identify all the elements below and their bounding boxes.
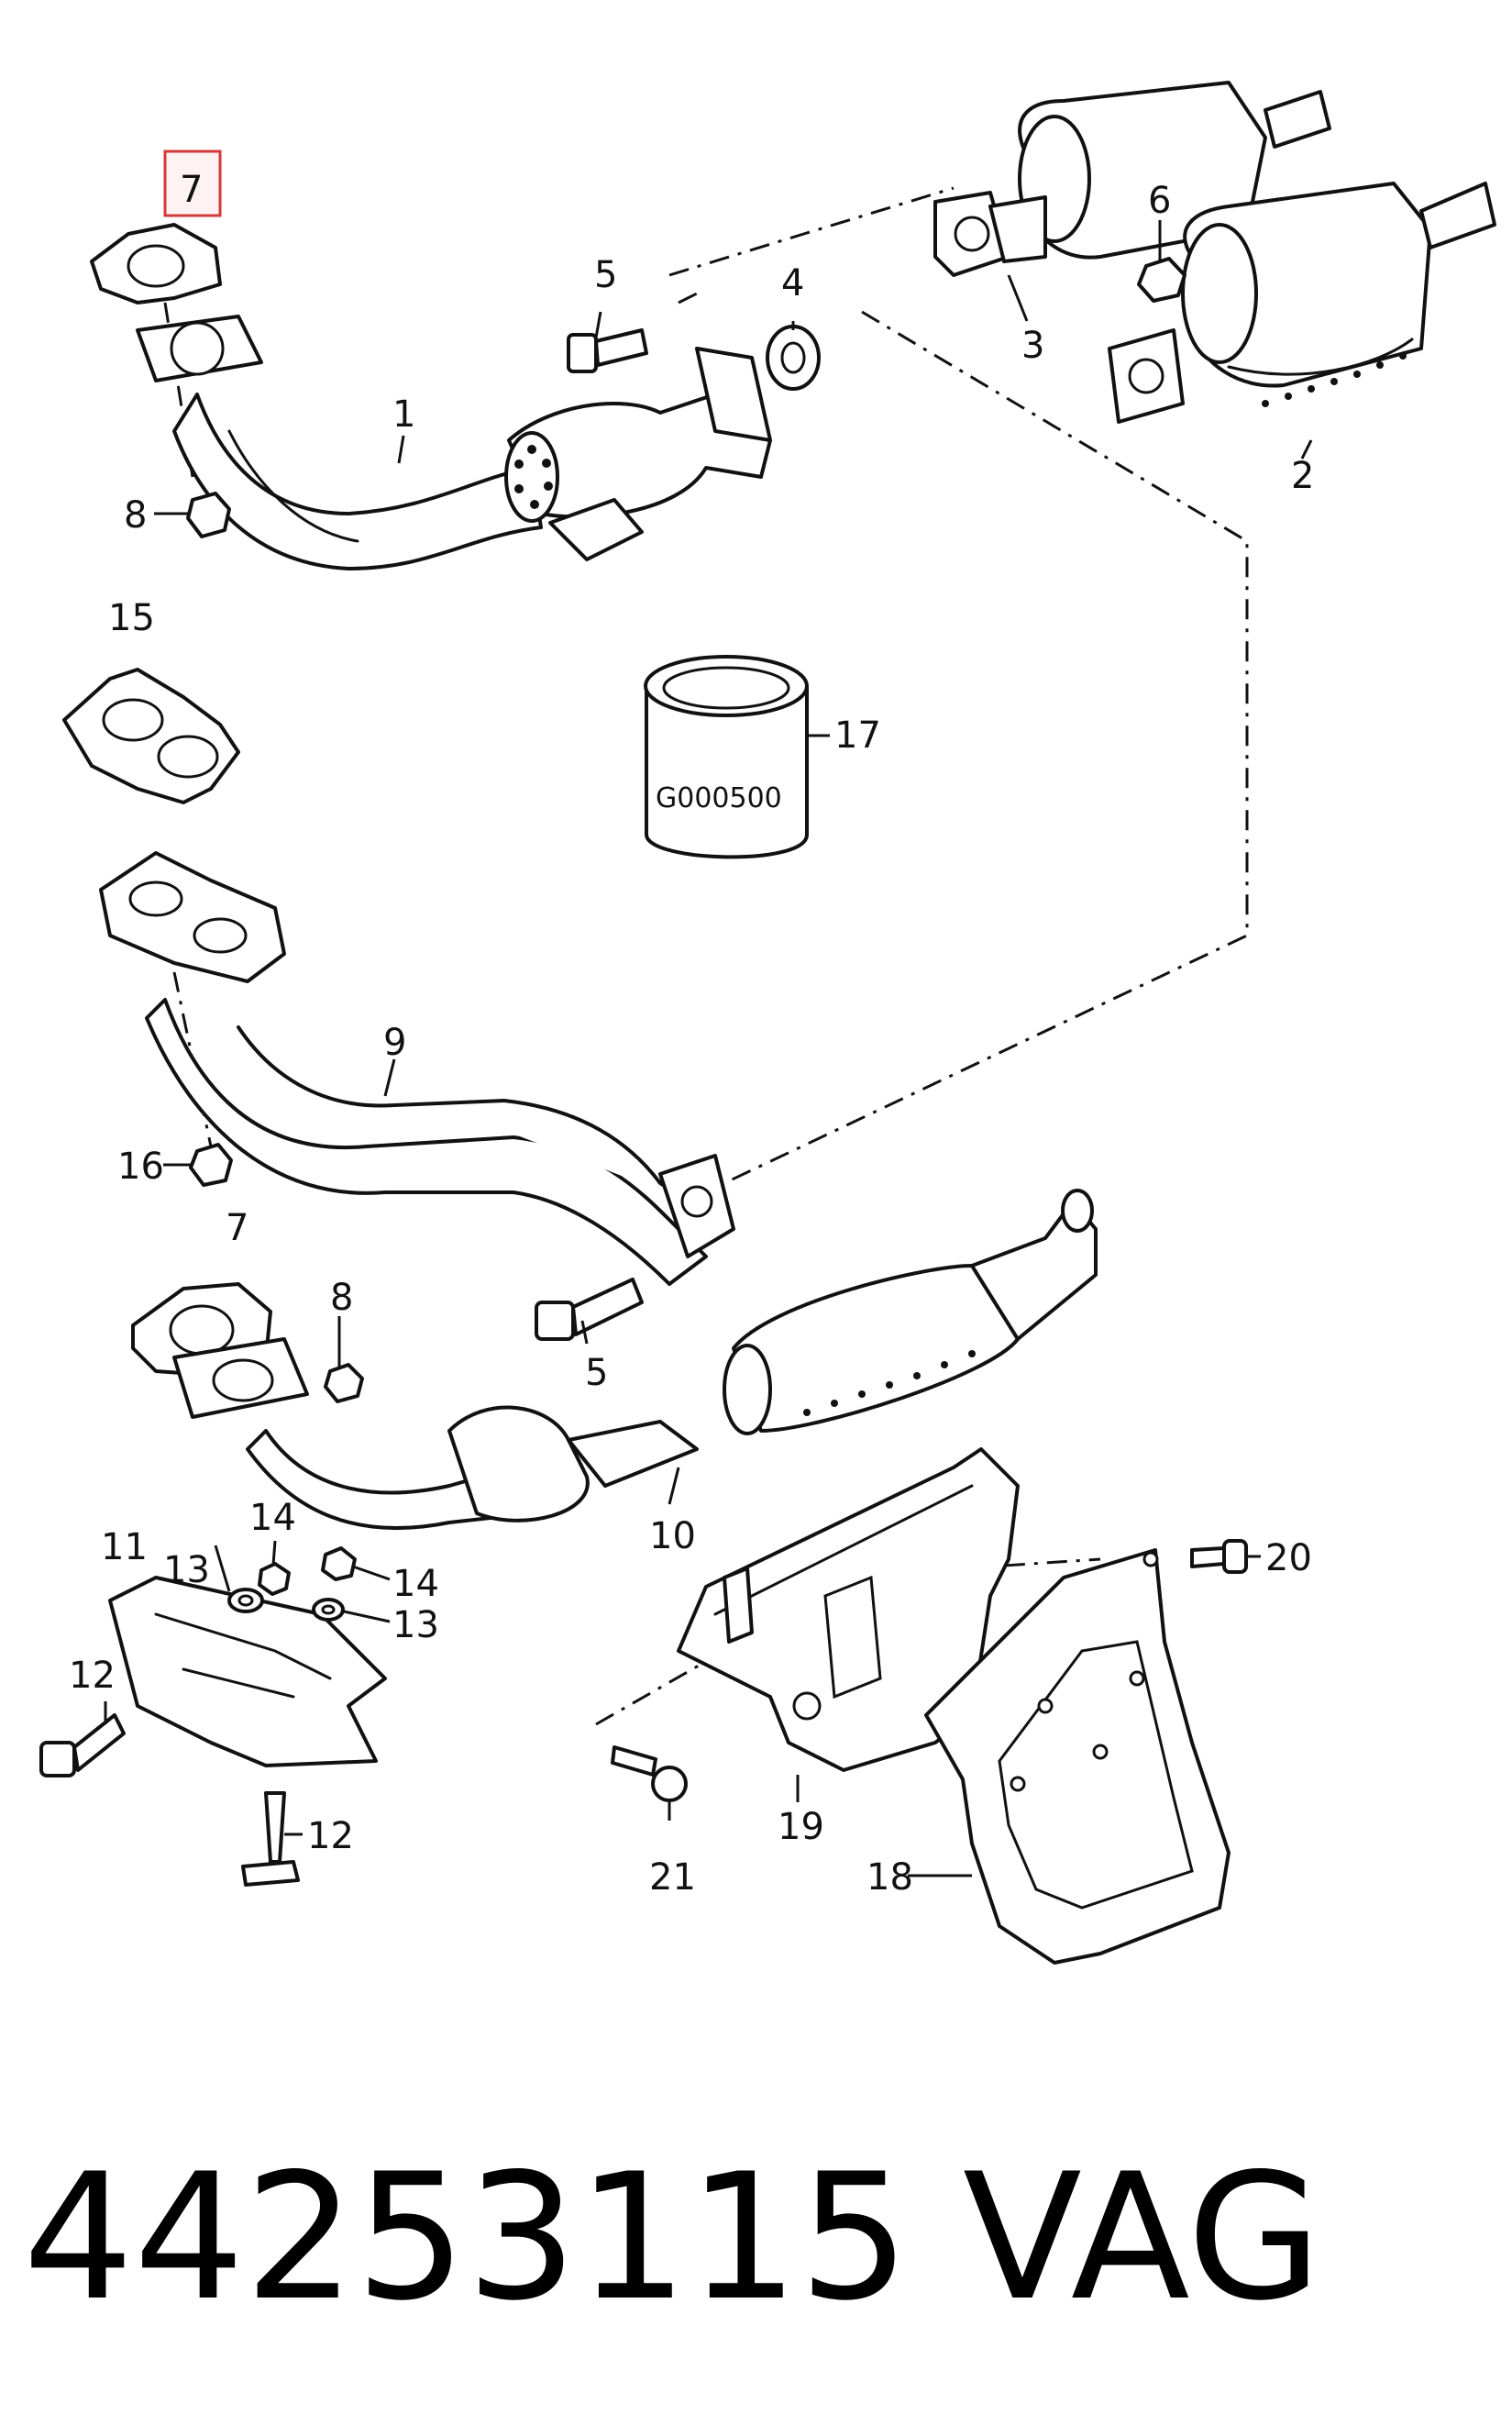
exhaust-manifold-9 [99,851,735,1286]
callout-14-left: 14 [249,1497,296,1539]
callout-21: 21 [649,1856,696,1899]
callout-6: 6 [1148,180,1171,222]
callout-13-left: 13 [163,1549,210,1591]
callout-13-right: 13 [392,1604,439,1646]
bracket-19 [677,1447,1020,1772]
flange-3 [933,191,1047,277]
callout-labels: 7 1 2 3 4 5 6 8 15 17 9 16 7 8 5 10 11 1… [69,169,1314,1899]
cylinder-17: G000500 [644,655,809,859]
heat-shield-dots [1262,352,1407,407]
leader-lines [104,220,1313,1877]
callout-10: 10 [649,1515,696,1557]
part-number: 44253115 [23,2136,910,2339]
highlight-box [163,149,222,217]
callout-4: 4 [781,262,804,305]
callout-15: 15 [108,597,155,639]
nut-16 [189,1143,233,1187]
front-exhaust-pipe-10 [172,1189,1098,1530]
seal-ring-4 [766,325,821,391]
bolt-12-lower [241,1791,300,1887]
callout-18: 18 [866,1856,913,1899]
callout-1: 1 [392,393,415,436]
gasket-7-top [90,223,222,305]
callout-8-lower: 8 [330,1277,353,1319]
callout-7-lower: 7 [226,1207,248,1249]
callout-16: 16 [117,1146,164,1188]
washer-13-left [227,1588,264,1613]
callout-2: 2 [1291,455,1314,497]
nut-6 [1137,257,1186,303]
brand-name: VAG [963,2136,1322,2339]
callout-5-lower: 5 [585,1352,608,1394]
nut-14-right [321,1546,357,1581]
nut-8-lower [324,1363,364,1403]
nut-14-left [258,1562,291,1596]
callout-17: 17 [834,714,881,757]
callout-7-top: 7 [180,169,203,211]
callout-8-top: 8 [124,494,147,537]
callout-3: 3 [1021,325,1044,367]
filter-marking: G000500 [656,782,782,814]
bolt-20 [1190,1539,1248,1574]
callout-9: 9 [383,1022,406,1064]
callout-14-right: 14 [392,1563,439,1605]
callout-12-left: 12 [69,1655,116,1697]
bolt-21 [611,1745,688,1802]
nut-8-top [186,492,231,538]
callout-11: 11 [101,1526,148,1568]
callout-5-top: 5 [594,254,617,296]
bolt-5-lower [535,1278,644,1341]
front-exhaust-pipe-1 [136,315,772,570]
washer-13-right [312,1598,345,1622]
bolt-5-top [567,328,648,373]
callout-12-lower: 12 [307,1815,354,1857]
callout-19: 19 [778,1806,824,1848]
bolt-12-left [39,1713,126,1777]
converter-dots [803,1350,976,1416]
callout-20: 20 [1265,1537,1312,1579]
heat-shield-18 [924,1548,1231,1965]
gasket-15 [62,668,240,804]
catalytic-converter-2 [1018,81,1496,424]
